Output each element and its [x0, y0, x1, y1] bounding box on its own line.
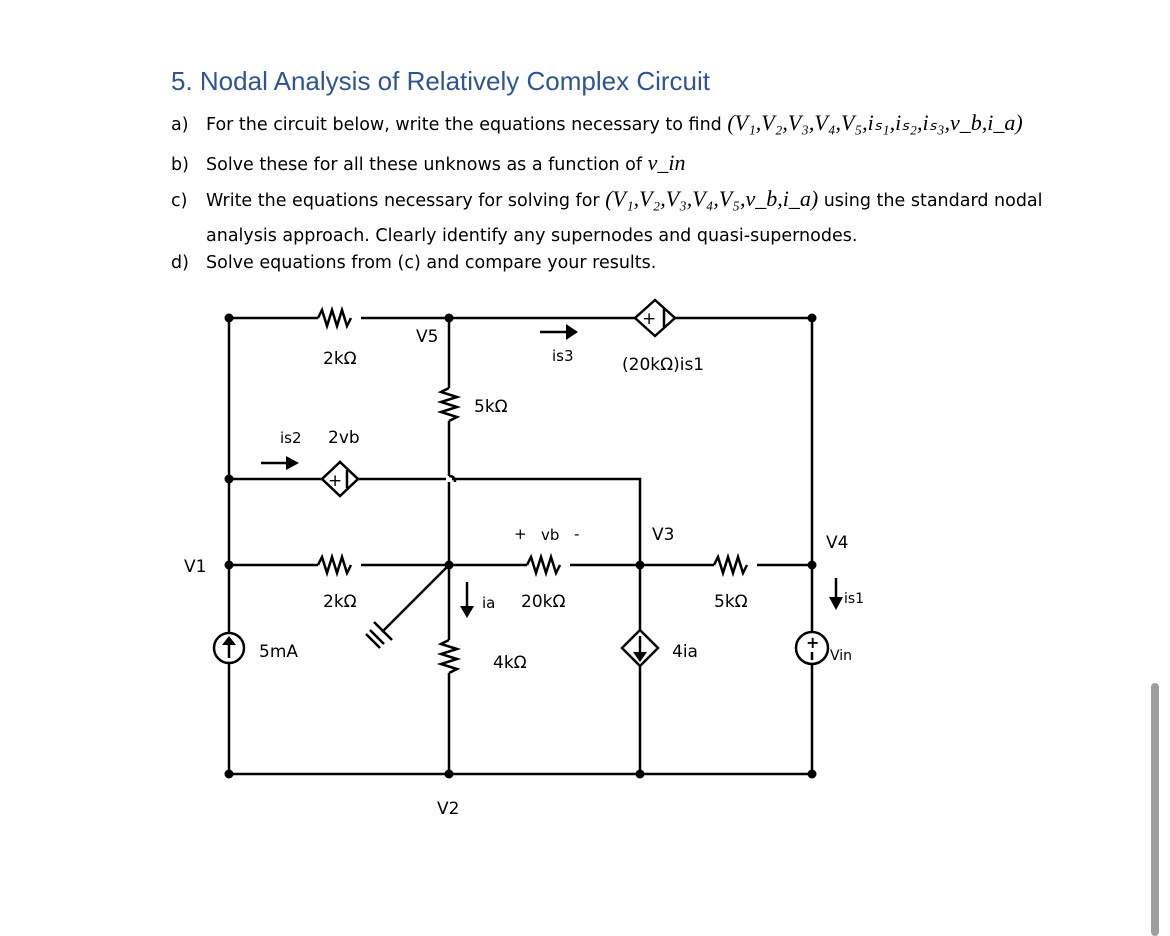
node	[807, 769, 817, 779]
item-a-text: For the circuit below, write the equatio…	[206, 115, 728, 135]
node	[635, 769, 645, 779]
node	[444, 769, 454, 779]
item-a: a) For the circuit below, write the equat…	[171, 110, 1023, 136]
label-r-5k-right: 5kΩ	[714, 592, 748, 612]
label-r-2k-mid: 2kΩ	[323, 592, 357, 612]
vertical-scrollbar[interactable]	[1151, 683, 1159, 936]
node	[224, 313, 234, 323]
resistor-5k-vertical	[436, 386, 462, 423]
item-a-math: (V₁,V₂,V₃,V₄,V₅,iₛ₁,iₛ₂,iₛ₃,v_b,i_a)	[727, 110, 1023, 135]
item-d: d) Solve equations from (c) and compare y…	[171, 253, 656, 273]
dependent-voltage-source-mid	[320, 460, 360, 498]
plus-sign: +	[642, 309, 656, 329]
resistor-20k	[525, 552, 562, 578]
node	[224, 474, 234, 484]
arrow-head-icon	[222, 636, 236, 645]
item-c-text: Write the equations necessary for solvin…	[206, 191, 606, 211]
item-c-text2: using the standard nodal	[818, 191, 1043, 211]
label-v3: V3	[652, 525, 674, 545]
label-v4: V4	[826, 533, 848, 553]
node	[444, 560, 454, 570]
label-is1: is1	[844, 591, 864, 607]
label-vin: Vin	[830, 648, 852, 664]
item-c-math: (V₁,V₂,V₃,V₄,V₅,v_b,i_a)	[605, 186, 819, 211]
label-dep-src-mid: 2vb	[328, 428, 360, 448]
label-is3: is3	[552, 347, 574, 365]
label-is2: is2	[280, 429, 302, 447]
label-ia: ia	[482, 594, 495, 612]
node	[224, 769, 234, 779]
item-d-text: Solve equations from (c) and compare you…	[206, 253, 657, 273]
node	[224, 560, 234, 570]
arrow-head-icon	[633, 652, 647, 662]
label-v1: V1	[184, 557, 206, 577]
resistor-2k-top	[316, 305, 353, 331]
label-v2: V2	[437, 799, 459, 819]
label-dep-src-top: (20kΩ)is1	[622, 355, 704, 375]
label-vb: vb	[541, 526, 559, 544]
label-r-5k-vert: 5kΩ	[474, 397, 508, 417]
resistor-4k-vertical	[436, 638, 462, 675]
wire-v3-branch	[452, 477, 642, 774]
label-dep-cur: 4ia	[672, 642, 698, 662]
label-src-5ma: 5mA	[259, 642, 298, 662]
problem-title: 5. Nodal Analysis of Relatively Complex …	[171, 66, 710, 96]
item-a-label: a)	[171, 115, 189, 135]
node	[807, 560, 817, 570]
resistor-5k-right	[712, 552, 749, 578]
label-vb-minus: -	[574, 525, 579, 543]
wire-hop	[448, 474, 457, 483]
plus-sign: +	[806, 633, 819, 652]
label-r-20k: 20kΩ	[521, 592, 565, 612]
ground-symbol	[365, 621, 393, 649]
label-v5: V5	[416, 327, 438, 347]
voltage-source-vin	[794, 630, 830, 666]
wire-ground-diagonal	[381, 564, 450, 633]
label-r-4k: 4kΩ	[493, 653, 527, 673]
label-vb-plus: +	[514, 525, 527, 543]
item-c: c) Write the equations necessary for solv…	[171, 186, 1043, 212]
item-b: b) Solve these for all these unknows as a…	[171, 150, 686, 176]
arrow-head-icon	[566, 324, 578, 340]
arrow-head-icon	[460, 606, 474, 618]
arrow-head-icon	[286, 456, 299, 470]
item-b-math: v_in	[647, 150, 686, 175]
item-c-label: c)	[171, 191, 188, 211]
label-r-top-left: 2kΩ	[323, 349, 357, 369]
item-b-text: Solve these for all these unknows as a f…	[206, 155, 648, 175]
arrow-head-icon	[829, 597, 843, 610]
item-b-label: b)	[171, 155, 189, 175]
resistor-2k-mid	[316, 552, 353, 578]
plus-sign: +	[328, 471, 342, 491]
item-c-continuation: analysis approach. Clearly identify any …	[206, 226, 858, 246]
item-d-label: d)	[171, 253, 189, 273]
node	[635, 560, 645, 570]
node	[807, 313, 817, 323]
node	[444, 313, 454, 323]
